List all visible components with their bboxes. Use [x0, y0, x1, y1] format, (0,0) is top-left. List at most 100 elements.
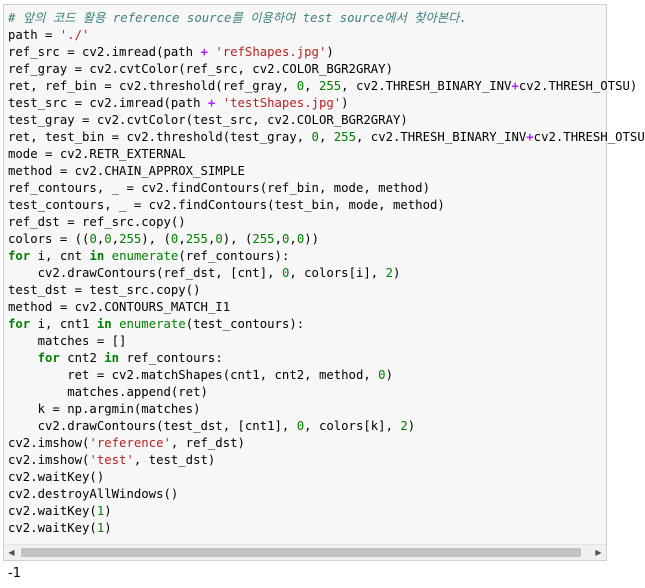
- code-line: ref_gray = cv2.cvtColor(ref_src, cv2.COL…: [8, 61, 606, 78]
- code-token: for: [8, 317, 31, 331]
- code-token: 0: [104, 232, 112, 246]
- code-line: ret = cv2.matchShapes(cnt1, cnt2, method…: [8, 367, 606, 384]
- code-token: , ref_dst): [170, 436, 245, 450]
- code-token: ref_contours:: [119, 351, 223, 365]
- code-line: mode = cv2.RETR_EXTERNAL: [8, 146, 606, 163]
- code-line: cv2.drawContours(ref_dst, [cnt], 0, colo…: [8, 265, 606, 282]
- code-line: for i, cnt in enumerate(ref_contours):: [8, 248, 606, 265]
- code-token: ,: [178, 232, 186, 246]
- code-token: ), (: [141, 232, 171, 246]
- code-token: mode = cv2.RETR_EXTERNAL: [8, 147, 186, 161]
- code-token: test_src = cv2.imread(path: [8, 96, 208, 110]
- code-token: ,: [318, 130, 334, 144]
- code-token: ref_src = cv2.imread(path: [8, 45, 201, 59]
- code-line: test_contours, _ = cv2.findContours(test…: [8, 197, 606, 214]
- code-token: +: [511, 79, 519, 93]
- code-token: 'refShapes.jpg': [215, 45, 327, 59]
- code-token: for: [8, 249, 31, 263]
- code-token: test_gray = cv2.cvtColor(test_src, cv2.C…: [8, 113, 408, 127]
- code-token: cnt2: [59, 351, 105, 365]
- code-token: ret = cv2.matchShapes(cnt1, cnt2, method…: [8, 368, 379, 382]
- code-token: './': [59, 28, 90, 42]
- code-cell[interactable]: # 앞의 코드 활용 reference source를 이용하여 test s…: [3, 4, 645, 561]
- code-token: method = cv2.CONTOURS_MATCH_I1: [8, 300, 231, 314]
- code-line: matches.append(ret): [8, 384, 606, 401]
- code-token: ,: [289, 232, 297, 246]
- code-editor[interactable]: # 앞의 코드 활용 reference source를 이용하여 test s…: [8, 10, 645, 547]
- code-token: , cv2.THRESH_BINARY_INV: [355, 130, 527, 144]
- code-token: ret, ref_bin = cv2.threshold(ref_gray,: [8, 79, 297, 93]
- code-token: enumerate: [111, 249, 179, 263]
- code-line: ref_contours, _ = cv2.findContours(ref_b…: [8, 180, 606, 197]
- code-token: 0: [215, 232, 223, 246]
- code-token: , colors[i],: [289, 266, 386, 280]
- code-line: k = np.argmin(matches): [8, 401, 606, 418]
- code-token: i, cnt: [30, 249, 90, 263]
- code-token: ): [104, 504, 112, 518]
- horizontal-scrollbar[interactable]: ◀ ▶: [4, 544, 606, 560]
- code-token: [112, 317, 119, 331]
- code-line: ref_src = cv2.imread(path + 'refShapes.j…: [8, 44, 606, 61]
- code-token: ), (: [222, 232, 253, 246]
- code-token: ): [393, 266, 401, 280]
- code-token: 2: [400, 419, 408, 433]
- code-token: 'reference': [89, 436, 171, 450]
- code-token: 255: [119, 232, 142, 246]
- code-token: 'test': [89, 453, 134, 467]
- code-token: cv2.waitKey(: [8, 504, 97, 518]
- code-token: 0: [311, 130, 319, 144]
- code-token: k = np.argmin(matches): [8, 402, 201, 416]
- code-token: 0: [282, 232, 290, 246]
- code-token: method = cv2.CHAIN_APPROX_SIMPLE: [8, 164, 245, 178]
- scroll-right-icon[interactable]: ▶: [595, 548, 602, 557]
- code-line: test_gray = cv2.cvtColor(test_src, cv2.C…: [8, 112, 606, 129]
- code-token: 255: [252, 232, 275, 246]
- code-token: in: [89, 249, 105, 263]
- code-token: ref_gray = cv2.cvtColor(ref_src, cv2.COL…: [8, 62, 393, 76]
- code-token: , cv2.THRESH_BINARY_INV: [341, 79, 512, 93]
- code-token: 0: [378, 368, 386, 382]
- code-token: +: [200, 45, 208, 59]
- code-line: method = cv2.CONTOURS_MATCH_I1: [8, 299, 606, 316]
- code-token: 0: [170, 232, 179, 246]
- code-line: test_dst = test_src.copy(): [8, 282, 606, 299]
- code-line: cv2.imshow('test', test_dst): [8, 452, 606, 469]
- code-token: 0: [89, 232, 97, 246]
- code-token: cv2.waitKey(): [8, 470, 105, 484]
- code-token: matches = []: [8, 334, 127, 348]
- code-line: cv2.destroyAllWindows(): [8, 486, 606, 503]
- code-line: for i, cnt1 in enumerate(test_contours):: [8, 316, 606, 333]
- code-line: cv2.waitKey(1): [8, 503, 606, 520]
- code-line: cv2.imshow('reference', ref_dst): [8, 435, 606, 452]
- code-token: i, cnt1: [30, 317, 97, 331]
- code-token: cv2.drawContours(test_dst, [cnt1],: [8, 419, 297, 433]
- code-token: (ref_contours):: [178, 249, 290, 263]
- scrollbar-thumb[interactable]: [21, 548, 581, 557]
- code-token: in: [104, 351, 120, 365]
- code-token: , colors[k],: [304, 419, 401, 433]
- code-line: matches = []: [8, 333, 606, 350]
- code-token: cv2.THRESH_OTSU): [518, 79, 638, 93]
- scroll-left-icon[interactable]: ◀: [8, 548, 15, 557]
- code-line: method = cv2.CHAIN_APPROX_SIMPLE: [8, 163, 606, 180]
- code-token: enumerate: [119, 317, 186, 331]
- code-token: ): [326, 45, 334, 59]
- code-token: ,: [207, 232, 216, 246]
- code-token: ,: [111, 232, 120, 246]
- code-token: ,: [96, 232, 105, 246]
- code-token: 1: [96, 521, 105, 535]
- code-line: ret, ref_bin = cv2.threshold(ref_gray, 0…: [8, 78, 637, 95]
- code-token: 255: [318, 79, 342, 93]
- code-token: )): [304, 232, 320, 246]
- code-line: for cnt2 in ref_contours:: [8, 350, 606, 367]
- code-token: , test_dst): [133, 453, 216, 467]
- code-token: cv2.imshow(: [8, 436, 90, 450]
- code-token: ret, test_bin = cv2.threshold(test_gray,: [8, 130, 312, 144]
- code-line: ret, test_bin = cv2.threshold(test_gray,…: [8, 129, 645, 146]
- code-token: ): [341, 96, 349, 110]
- code-token: ): [104, 521, 112, 535]
- code-token: in: [96, 317, 112, 331]
- code-token: cv2.waitKey(: [8, 521, 97, 535]
- code-token: +: [207, 96, 216, 110]
- code-line: colors = ((0,0,255), (0,255,0), (255,0,0…: [8, 231, 606, 248]
